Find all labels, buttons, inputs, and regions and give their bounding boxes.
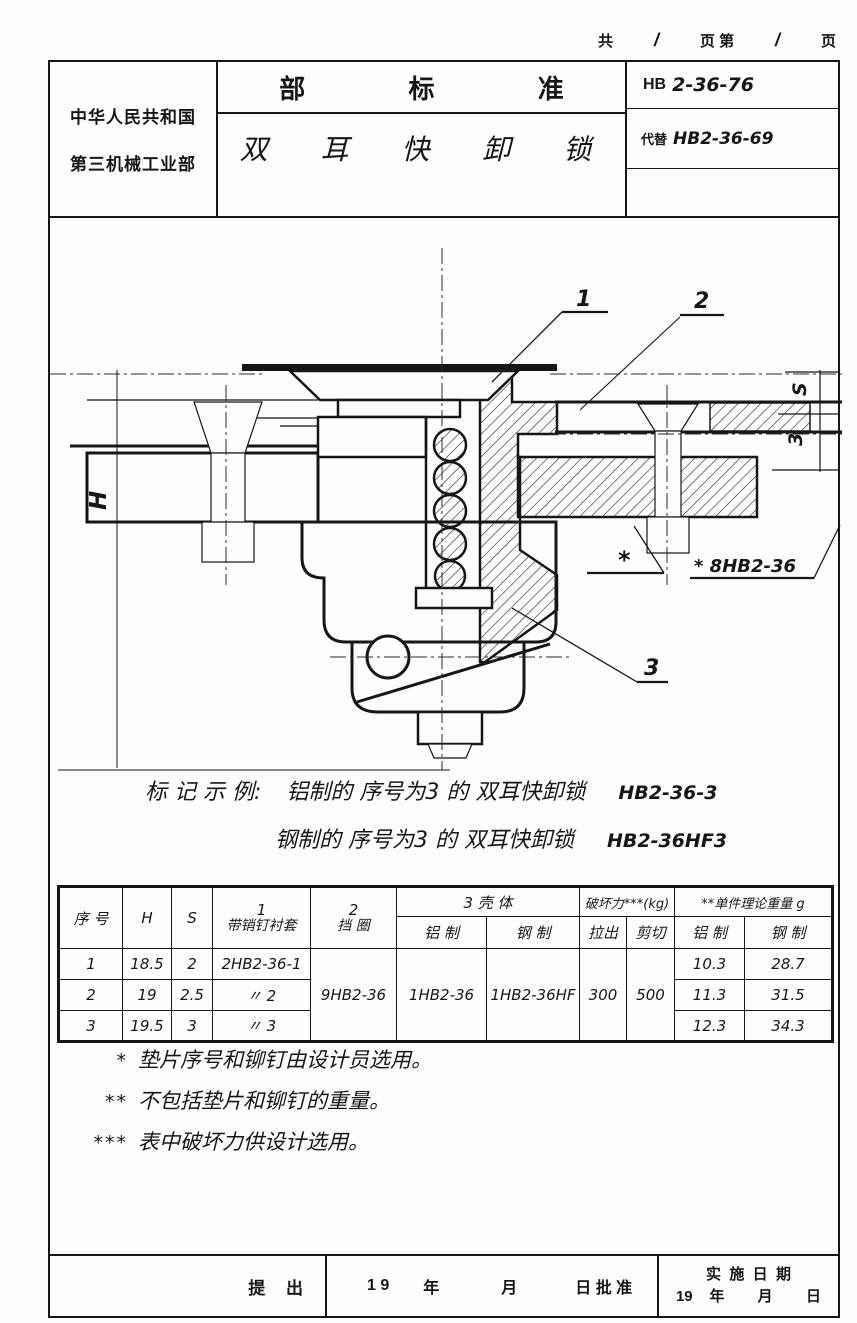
page-suffix-label: 页 bbox=[820, 33, 836, 50]
col-force-header: 破坏力***(kg) bbox=[579, 886, 675, 917]
example-label: 标 记 示 例: bbox=[145, 780, 262, 805]
plug-body bbox=[316, 415, 428, 459]
standard-title: 双 耳 快 卸 锁 bbox=[239, 133, 614, 166]
head-top-band bbox=[242, 364, 557, 371]
callout-2-label: 2 bbox=[694, 289, 709, 314]
code-prefix: HB bbox=[643, 76, 667, 93]
implementation-date: 19 年 月 日 bbox=[675, 1288, 822, 1305]
table-row: 1 18.5 2 2HB2-36-1 9HB2-36 1HB2-36 1HB2-… bbox=[58, 948, 833, 1042]
title-block: 中华人民共和国 第三机械工业部 部 标 准 双 耳 快 卸 锁 HB 2-36-… bbox=[50, 62, 838, 218]
left-flange-plate bbox=[85, 451, 320, 524]
weight-al-header: 铝 制 bbox=[674, 916, 745, 949]
example-line2-text: 钢制的 序号为3 的 双耳快卸锁 bbox=[275, 828, 574, 853]
shell-steel-part-number: 1HB2-36HF bbox=[486, 948, 580, 1042]
submit-cell: 提 出 bbox=[50, 1256, 327, 1316]
note-line: ** 不包括垫片和铆钉的重量。 bbox=[105, 1089, 390, 1113]
implementation-date-cell: 实 施 日 期 19 年 月 日 bbox=[659, 1256, 838, 1316]
col-weight-header: **单件理论重量 g bbox=[674, 886, 833, 917]
note-line: *** 表中破坏力供设计选用。 bbox=[93, 1130, 370, 1154]
star-callout-label: * bbox=[618, 546, 631, 574]
shell-al-header: 铝 制 bbox=[396, 916, 487, 949]
col-shell-header: 3 壳 体 bbox=[396, 886, 580, 917]
col-ring-header: 2 挡 圈 bbox=[310, 886, 397, 949]
example-line1-text: 铝制的 序号为3 的 双耳快卸锁 bbox=[286, 780, 586, 805]
page-mid-label: 页 第 bbox=[699, 33, 735, 50]
sheet-frame: 中华人民共和国 第三机械工业部 部 标 准 双 耳 快 卸 锁 HB 2-36-… bbox=[48, 60, 842, 1318]
shell-al-part-number: 1HB2-36 bbox=[396, 948, 487, 1042]
dim-3-label: 3 bbox=[785, 433, 807, 446]
right-countersunk-rivet bbox=[636, 403, 700, 432]
dim-s-label: S bbox=[789, 382, 811, 396]
spring-coils bbox=[432, 427, 468, 593]
spec-table: 序 号 H S 1 带销钉衬套 2 挡 圈 3 壳 体 破坏力***(kg) *… bbox=[57, 885, 834, 1043]
code-value: 2-36-76 bbox=[672, 74, 754, 96]
spring-seat-cup bbox=[414, 586, 494, 610]
shell-steel-header: 钢 制 bbox=[486, 916, 580, 949]
lock-cross-section: H S 3 1 2 3 * * 8HB2-36 bbox=[50, 248, 842, 771]
right-flange-hatch bbox=[516, 455, 759, 519]
example-line1-code: HB2-36-3 bbox=[618, 782, 718, 804]
approval-day-label: 日 批 准 bbox=[575, 1280, 633, 1297]
table-row: 3 19.5 3 〃 3 12.3 34.3 bbox=[58, 1010, 833, 1042]
lock-stem bbox=[416, 710, 484, 746]
col-h-header: H bbox=[122, 886, 172, 949]
country-name: 中华人民共和国 bbox=[70, 108, 196, 127]
rivet-callout-label: * 8HB2-36 bbox=[694, 556, 796, 577]
col-seq-header: 序 号 bbox=[58, 886, 123, 949]
approval-date-cell: 1 9 年 月 日 批 准 bbox=[327, 1256, 659, 1316]
standard-title-cell: 部 标 准 双 耳 快 卸 锁 bbox=[218, 62, 625, 216]
page-total-value: / bbox=[653, 30, 659, 50]
ministry-name: 第三机械工业部 bbox=[70, 155, 196, 174]
standard-number-cell: HB 2-36-76 代替 HB2-36-69 bbox=[625, 62, 838, 216]
dim-h-label: H bbox=[86, 491, 112, 510]
right-doubler-hatch bbox=[709, 402, 811, 432]
pull-force-value: 300 bbox=[579, 948, 627, 1042]
callout-1-label: 1 bbox=[576, 287, 591, 312]
col-bushing-header: 1 带销钉衬套 bbox=[212, 886, 311, 949]
page-number-value: / bbox=[775, 30, 781, 50]
force-pull-header: 拉出 bbox=[579, 916, 627, 949]
approval-year-label: 年 bbox=[423, 1280, 440, 1297]
force-shear-header: 剪切 bbox=[626, 916, 675, 949]
page-counter: 共 / 页 第 / 页 bbox=[598, 30, 836, 51]
issuing-authority: 中华人民共和国 第三机械工业部 bbox=[50, 62, 218, 216]
ring-part-number: 9HB2-36 bbox=[310, 948, 397, 1042]
callout-3-label: 3 bbox=[644, 656, 659, 681]
implementation-title: 实 施 日 期 bbox=[705, 1265, 791, 1283]
approval-year: 1 9 bbox=[367, 1277, 390, 1294]
example-line2-code: HB2-36HF3 bbox=[606, 830, 728, 852]
approval-footer: 提 出 1 9 年 月 日 批 准 实 施 日 期 19 年 月 日 bbox=[50, 1254, 838, 1316]
replaces-code: HB2-36-69 bbox=[673, 128, 774, 149]
page-total-label: 共 bbox=[598, 33, 614, 50]
head-flare bbox=[286, 369, 522, 402]
weight-steel-header: 钢 制 bbox=[744, 916, 833, 949]
section-drawing: H S 3 1 2 3 * * 8HB2-36 bbox=[50, 220, 842, 772]
standard-type: 部 标 准 bbox=[218, 62, 625, 114]
col-s-header: S bbox=[171, 886, 213, 949]
cam-edge bbox=[356, 642, 551, 704]
replaces-label: 代替 bbox=[641, 132, 668, 147]
shear-force-value: 500 bbox=[626, 948, 675, 1042]
note-line: * 垫片序号和铆钉由设计员选用。 bbox=[116, 1048, 433, 1072]
approval-month-label: 月 bbox=[501, 1280, 518, 1297]
footnotes: * 垫片序号和铆钉由设计员选用。 ** 不包括垫片和铆钉的重量。 *** 表中破… bbox=[50, 1044, 838, 1167]
